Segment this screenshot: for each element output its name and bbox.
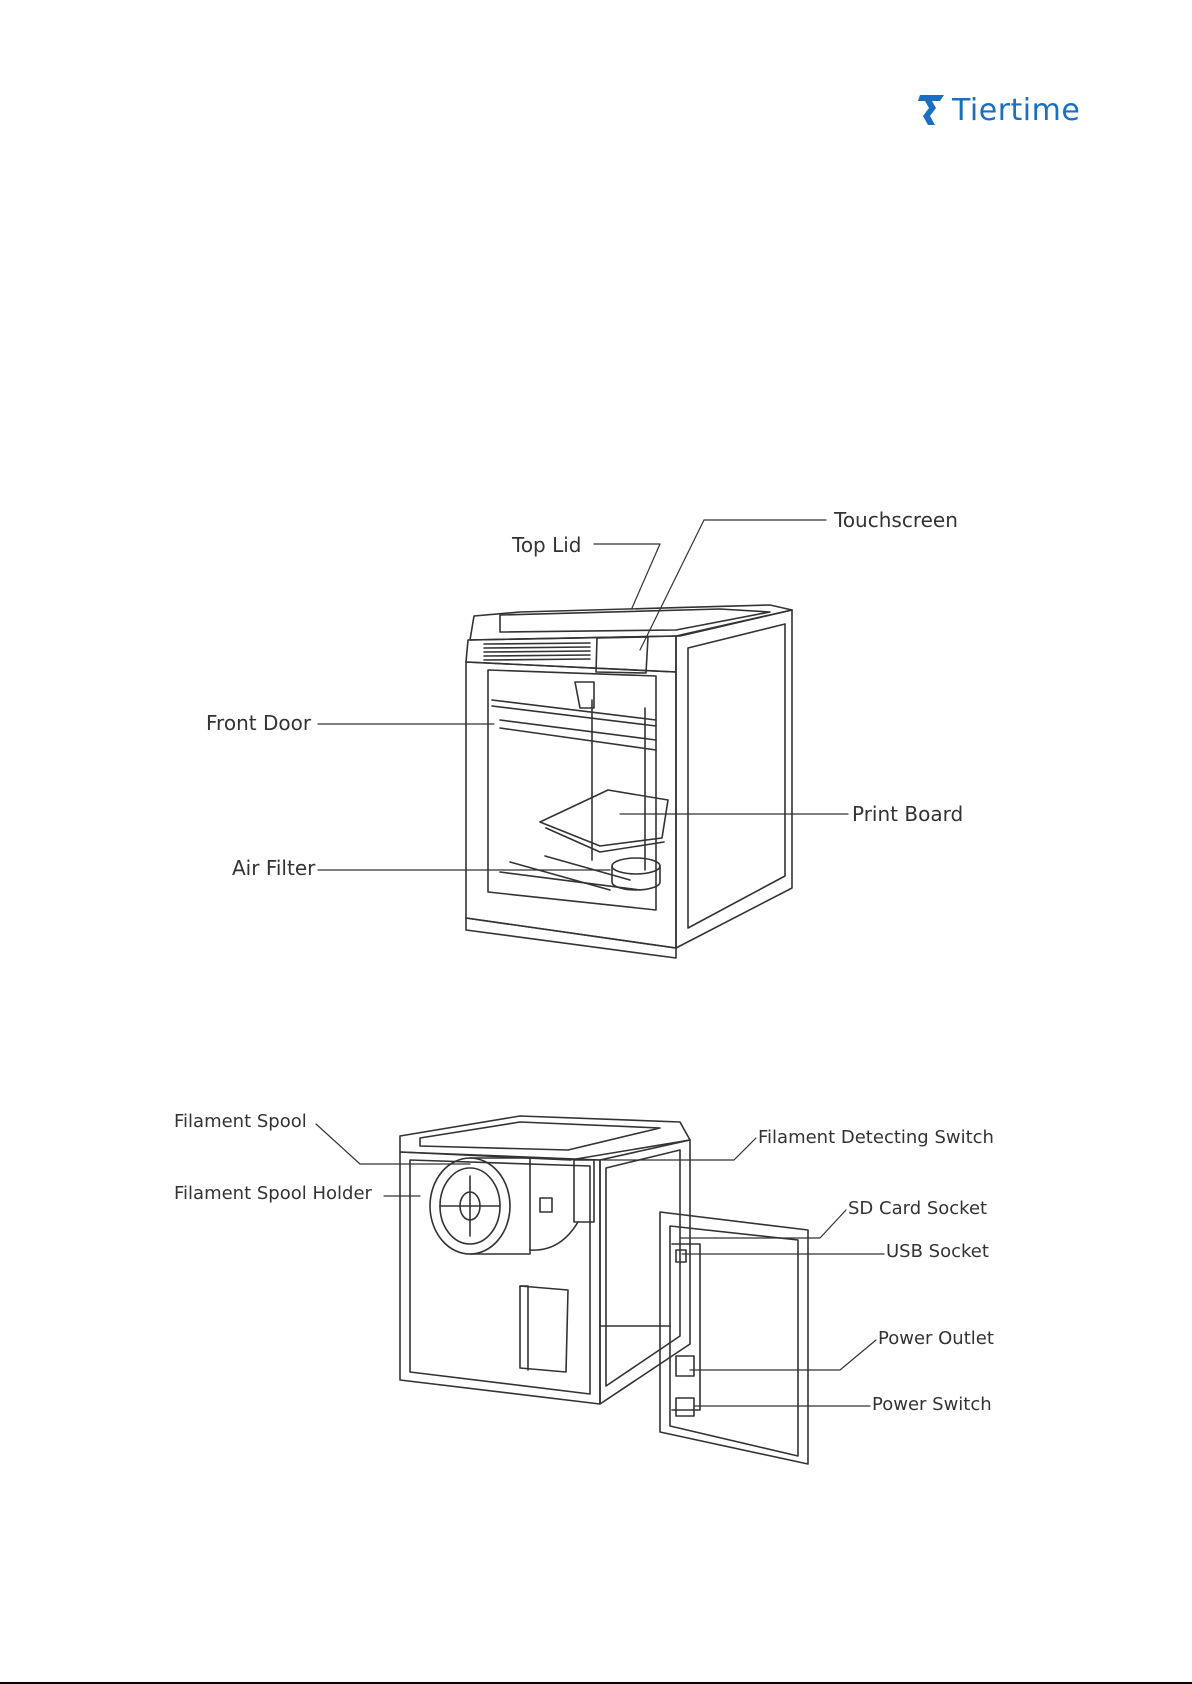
front-view-printer <box>466 605 792 958</box>
label-usb-socket: USB Socket <box>886 1243 989 1261</box>
label-sd-card-socket: SD Card Socket <box>848 1200 987 1218</box>
label-touchscreen: Touchscreen <box>834 510 958 530</box>
label-filament-spool: Filament Spool <box>174 1113 307 1131</box>
label-power-outlet: Power Outlet <box>878 1330 994 1348</box>
label-top-lid: Top Lid <box>512 535 582 555</box>
label-print-board: Print Board <box>852 804 963 824</box>
label-filament-detecting-switch: Filament Detecting Switch <box>758 1129 994 1147</box>
label-power-switch: Power Switch <box>872 1396 992 1414</box>
label-front-door: Front Door <box>206 713 311 733</box>
back-view-printer <box>400 1116 808 1464</box>
label-air-filter: Air Filter <box>232 858 315 878</box>
label-filament-spool-holder: Filament Spool Holder <box>174 1185 372 1203</box>
front-view-leaders <box>318 520 848 870</box>
